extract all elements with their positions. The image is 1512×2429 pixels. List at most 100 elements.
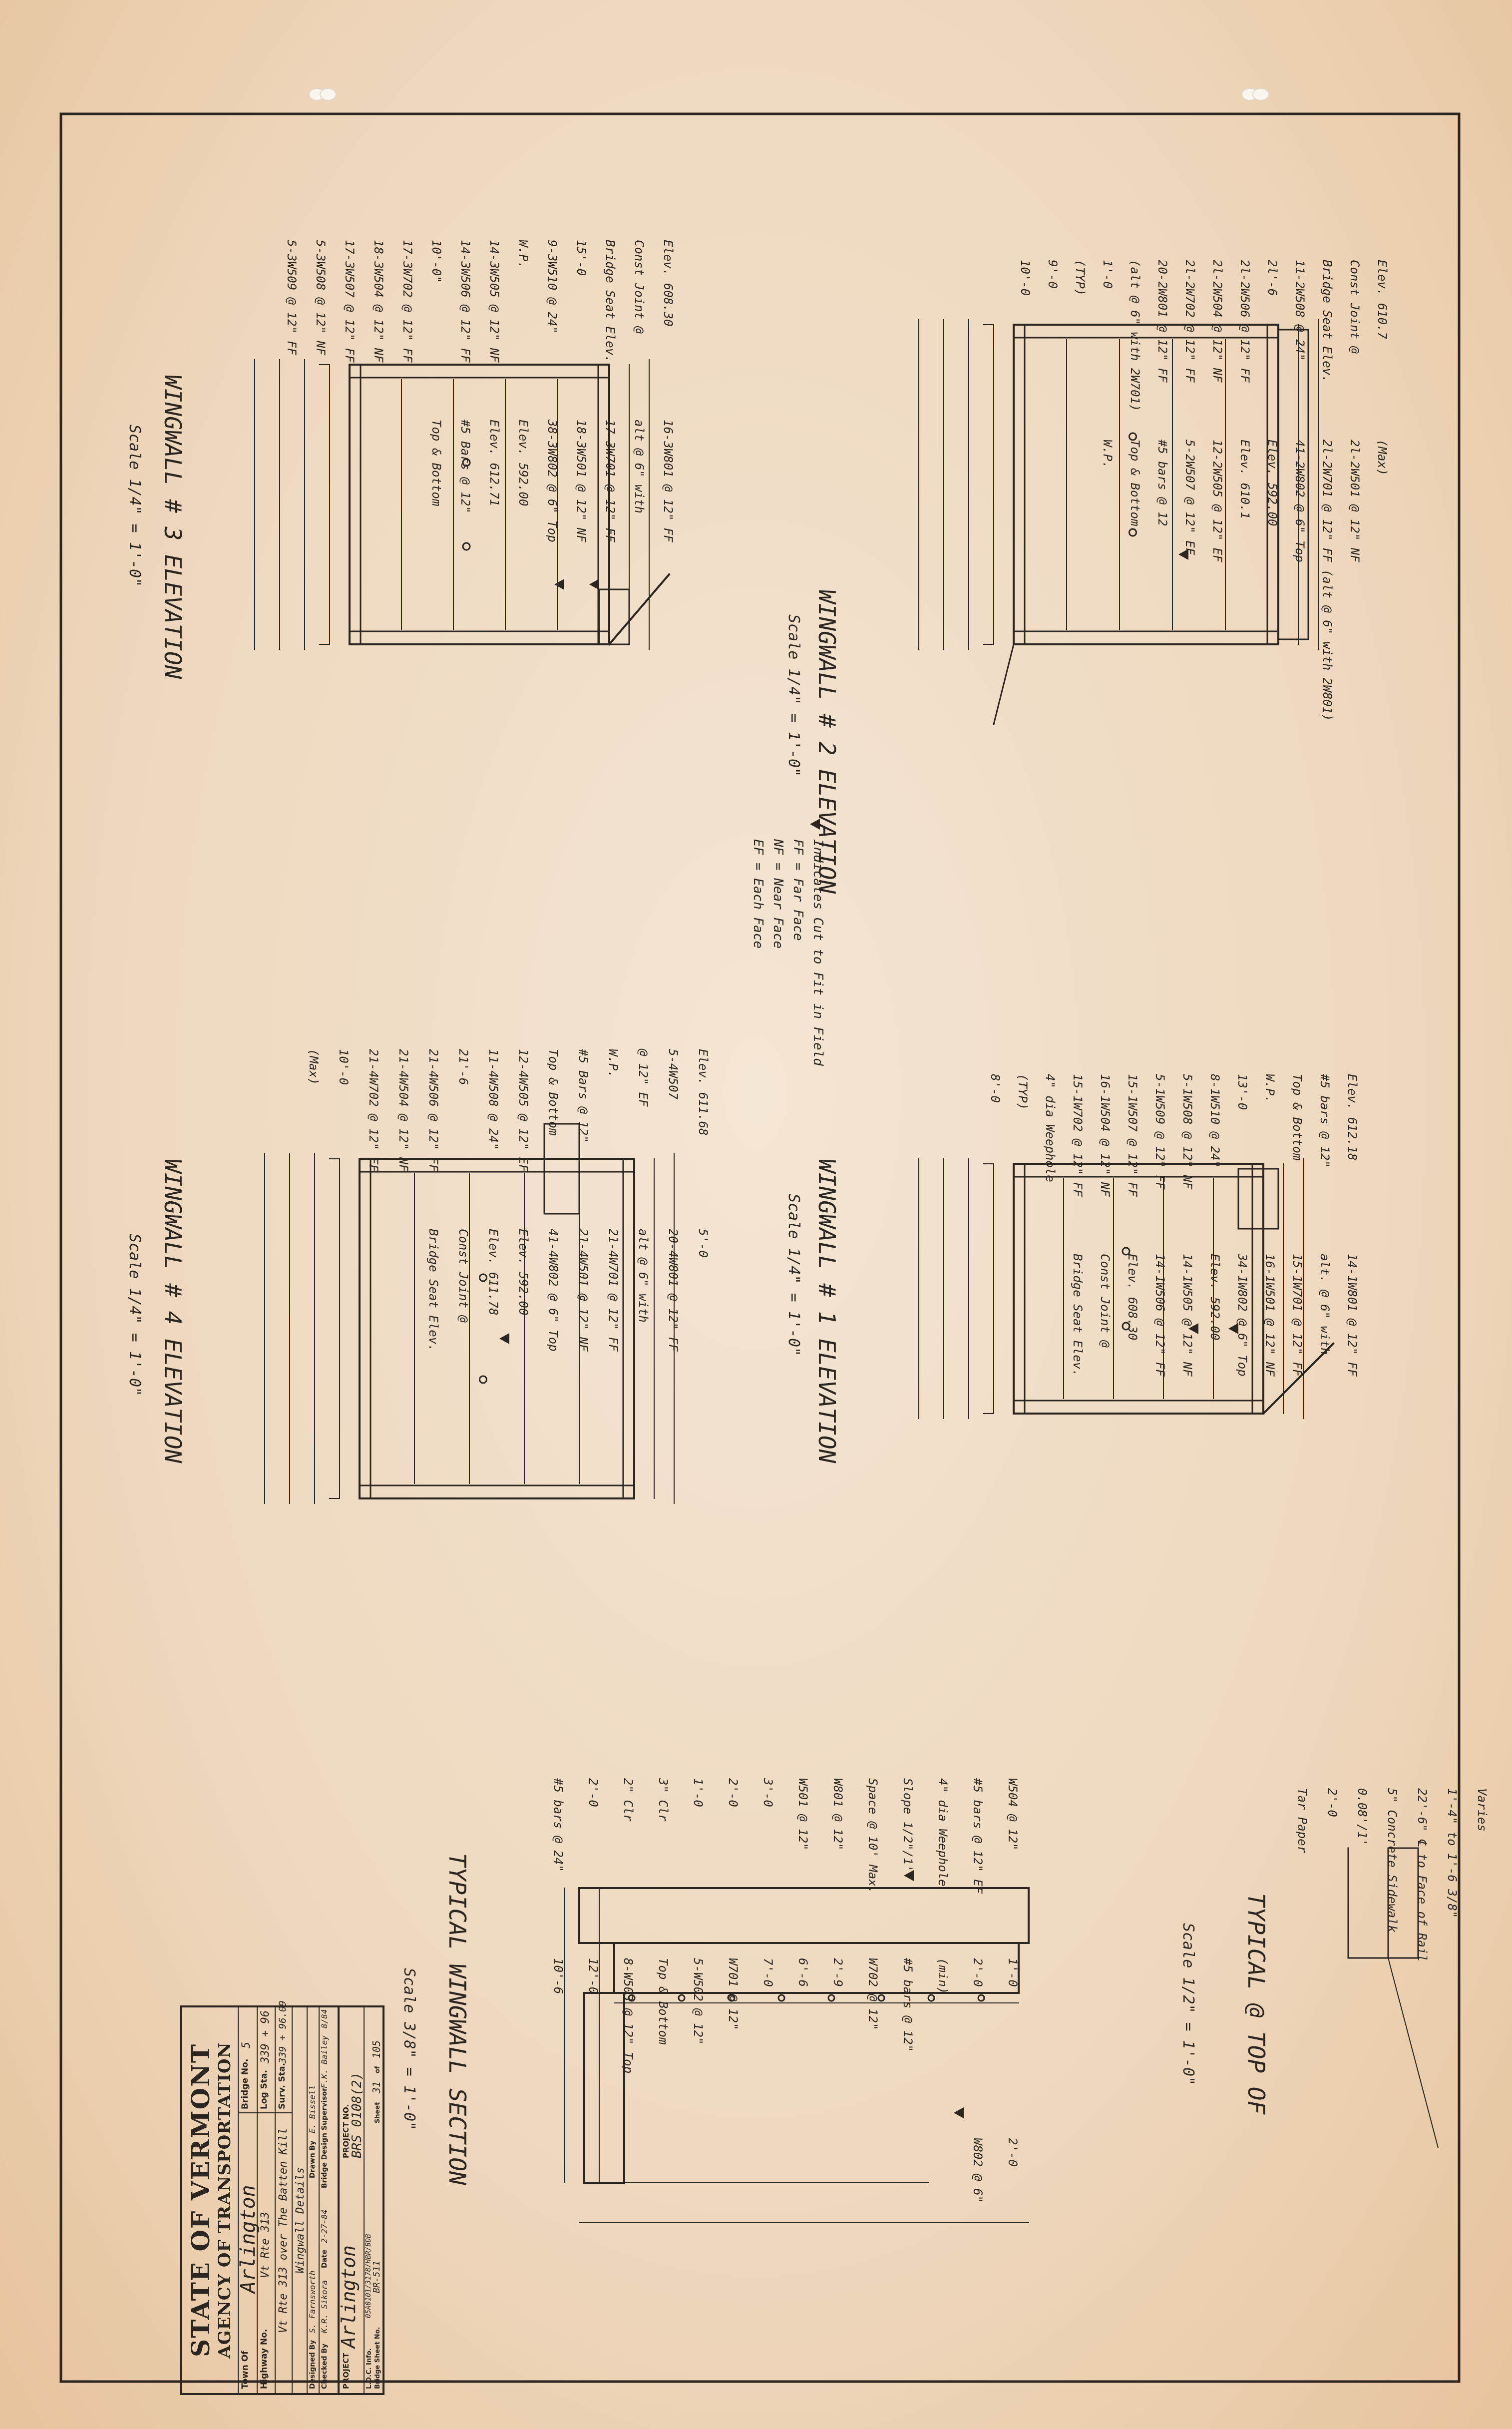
typical_section-scale: Scale 3/8" = 1'-0" xyxy=(400,1968,418,2130)
wingwall_2-callout: Elev. 610.7 xyxy=(1375,260,1389,339)
wingwall_1-callout: Top & Bottom xyxy=(1290,1074,1304,1160)
typical_section-callout: #5 bars @ 24" xyxy=(551,1778,565,1872)
wingwall_3-callout: Top & Bottom xyxy=(429,420,443,506)
wingwall_4-callout: #5 Bars @ 12" xyxy=(576,1048,590,1143)
over-label: Vt Rte 313 over The Batten Kill xyxy=(277,2128,290,2333)
typical_section-callout: W802 @ 6" xyxy=(971,2138,985,2203)
wingwall_2-callout: (alt @ 6" with 2W701) xyxy=(1128,260,1142,411)
typical_top-callout: 5" Concrete Sidewalk xyxy=(1385,1788,1399,1933)
wingwall_1-callout: 15-1W701 @ 12" FF xyxy=(1290,1254,1304,1377)
wingwall_2-callout: 20-2W801 @ 12" FF xyxy=(1155,260,1169,383)
typical_section-callout: 12'-0 xyxy=(586,1958,600,1994)
typical_section-title: TYPICAL WINGWALL SECTION xyxy=(444,1853,471,2185)
wingwall_1-callout: 5-1W508 @ 12" NF xyxy=(1180,1074,1194,1190)
typical_top-scale: Scale 1/2" = 1'-0" xyxy=(1179,1923,1197,2085)
wingwall_2-callout: 2l-2W701 @ 12" FF (alt @ 6" with 2W801) xyxy=(1320,440,1334,721)
surv-sta-value: 339 + 96.09 xyxy=(277,2000,288,2063)
legend-line: FF = Far Face xyxy=(790,839,805,941)
wingwall_3-callout: 38-3W802 @ 6" Top xyxy=(545,419,559,542)
wingwall_4-callout: 12-4W505 @ 12" EF xyxy=(516,1049,530,1172)
wingwall_3-callout: 16-3W801 @ 12" FF xyxy=(661,420,675,542)
wingwall_2-callout: 12-2W505 @ 12" EF xyxy=(1210,440,1224,562)
wingwall_4-callout: Const Joint @ xyxy=(456,1229,470,1323)
legend-line: NF = Near Face xyxy=(770,839,785,949)
wingwall_1-callout: 5-1W509 @ 12" FF xyxy=(1153,1074,1167,1190)
wingwall_4-callout: alt @ 6" with xyxy=(636,1229,650,1323)
wingwall_1-title: WINGWALL # 1 ELEVATION xyxy=(813,1159,840,1463)
agency-name: AGENCY OF TRANSPORTATION xyxy=(215,2042,235,2359)
wingwall_4-callout: 21-4W702 @ 12" FF xyxy=(367,1049,380,1172)
wingwall_4-callout: 20-4W801 @ 12" FF xyxy=(666,1229,680,1352)
wingwall_1-callout: #5 bars @ 12" xyxy=(1318,1073,1332,1168)
typical_section-callout: 2'-9 xyxy=(831,1958,845,1987)
typical_section-callout: 2'-0 xyxy=(971,1958,985,1987)
wingwall_4-callout: W.P. xyxy=(606,1049,620,1078)
checked-value: K.R. Sikora xyxy=(320,2280,329,2333)
wingwall_3-callout: 17-3W507 @ 12" FF xyxy=(343,240,357,363)
legend-line: EF = Each Face xyxy=(751,839,765,949)
wingwall_1-callout: 16-1W501 @ 12" NF xyxy=(1263,1254,1277,1377)
wingwall_3-callout: #5 Bars @ 12" xyxy=(458,419,472,513)
wingwall_4-callout: Elev. 611.68 xyxy=(696,1049,710,1135)
wingwall_3-callout: 10'-0" xyxy=(429,240,443,283)
bridge-no-value: 5 xyxy=(240,2041,253,2048)
typical_section-callout: 2'-0 xyxy=(586,1778,600,1807)
wingwall_3-callout: 18-3W501 @ 12" NF xyxy=(574,420,588,542)
wingwall_1-callout: (TYP) xyxy=(1016,1074,1030,1110)
supervisor-date: 8/84 xyxy=(320,2009,329,2028)
typical_top-callout: 22'-6" ℄ to Face of Rail xyxy=(1415,1788,1429,1962)
project-label: PROJECT xyxy=(342,2353,351,2389)
project-value: Arlington xyxy=(338,2245,360,2348)
title-block: STATE OF VERMONT AGENCY OF TRANSPORTATIO… xyxy=(180,2000,340,2395)
wingwall_1-callout: 15-1W702 @ 12" FF xyxy=(1071,1074,1085,1197)
wingwall_1-callout: 8'-0 xyxy=(988,1074,1002,1103)
wingwall_1-callout: Bridge Seat Elev. xyxy=(1071,1254,1085,1377)
town-label: Town Of xyxy=(240,2351,250,2389)
wingwall_4-callout: Elev. 592.00 xyxy=(516,1229,530,1315)
typical_top-title: TYPICAL @ TOP OF xyxy=(1243,1893,1270,2115)
wingwall_3-callout: Elev. 608.30 xyxy=(661,240,675,326)
highway-label: Highway No. xyxy=(259,2329,269,2389)
wingwall_4-callout: 11-4W508 @ 24" xyxy=(486,1049,500,1150)
typical_section-callout: 10'-6 xyxy=(551,1958,565,1994)
wingwall_2-callout: 11-2W508 @ 24" xyxy=(1293,260,1307,361)
typical_section-callout: Slope 1/2"/1' xyxy=(901,1778,915,1872)
typical_section-callout: 1'-0 xyxy=(1006,1958,1020,1987)
wingwall_1-callout: 15-1W507 @ 12" FF xyxy=(1126,1074,1139,1197)
wingwall_2-callout: 41-2W802 @ 6" Top xyxy=(1293,440,1307,562)
wingwall_1-callout: 4" dia Weephole xyxy=(1043,1074,1057,1182)
typical_top-callout: 1'-4" to 1'-6 3/8" xyxy=(1445,1788,1459,1918)
typical_section-callout: Top & Bottom xyxy=(656,1958,670,2044)
wingwall_3-callout: 17-3W702 @ 12" FF xyxy=(400,240,414,363)
highway-value: Vt Rte 313 xyxy=(259,2212,272,2278)
typical_top-callout: Tar Paper xyxy=(1295,1788,1309,1854)
wingwall_2-callout: 2l'-6 xyxy=(1265,260,1279,296)
typical_section-callout: 2'-0 xyxy=(726,1778,740,1807)
designed-label: Designed By xyxy=(309,2340,317,2389)
wingwall_4-callout: 21-4W501 @ 12" NF xyxy=(576,1229,590,1352)
typical_section-callout: 2" Clr xyxy=(621,1778,635,1822)
sheet-total: 105 xyxy=(371,2040,382,2058)
wingwall_4-callout: 21-4W506 @ 12" FF xyxy=(426,1049,440,1172)
wingwall_1-callout: Elev. 592.00 xyxy=(1208,1254,1222,1340)
sheet-border xyxy=(59,112,1461,2383)
typical_section-callout: W801 @ 12" xyxy=(831,1778,845,1851)
wingwall_4-scale: Scale 1/4" = 1'-0" xyxy=(126,1234,143,1396)
typical_section-callout: 3" Clr xyxy=(656,1778,670,1822)
wingwall_3-callout: Bridge Seat Elev. xyxy=(603,240,617,363)
wingwall_1-callout: 14-1W801 @ 12" FF xyxy=(1345,1254,1359,1377)
typical_section-callout: 8-W503 @ 12" Top xyxy=(621,1958,635,2073)
wingwall_1-callout: alt. @ 6" with xyxy=(1318,1254,1332,1355)
wingwall_3-callout: 5-3W508 @ 12" NF xyxy=(314,240,328,356)
checked-label: Checked By xyxy=(321,2343,329,2389)
typical_section-callout: #5 bars @ 12" xyxy=(901,1957,915,2052)
bridge-sheet-value: BR-511 xyxy=(372,2260,382,2293)
log-sta-value: 339 + 96 xyxy=(259,2010,272,2063)
wingwall_2-callout: #5 bars @ 12 xyxy=(1155,439,1169,526)
log-sta-label: Log Sta. xyxy=(259,2070,269,2109)
wingwall_2-callout: 1'-0 xyxy=(1101,260,1115,289)
typical_section-callout: 2'-0 xyxy=(1006,2138,1020,2167)
typical_section-callout: W504 @ 12" xyxy=(1006,1778,1020,1851)
